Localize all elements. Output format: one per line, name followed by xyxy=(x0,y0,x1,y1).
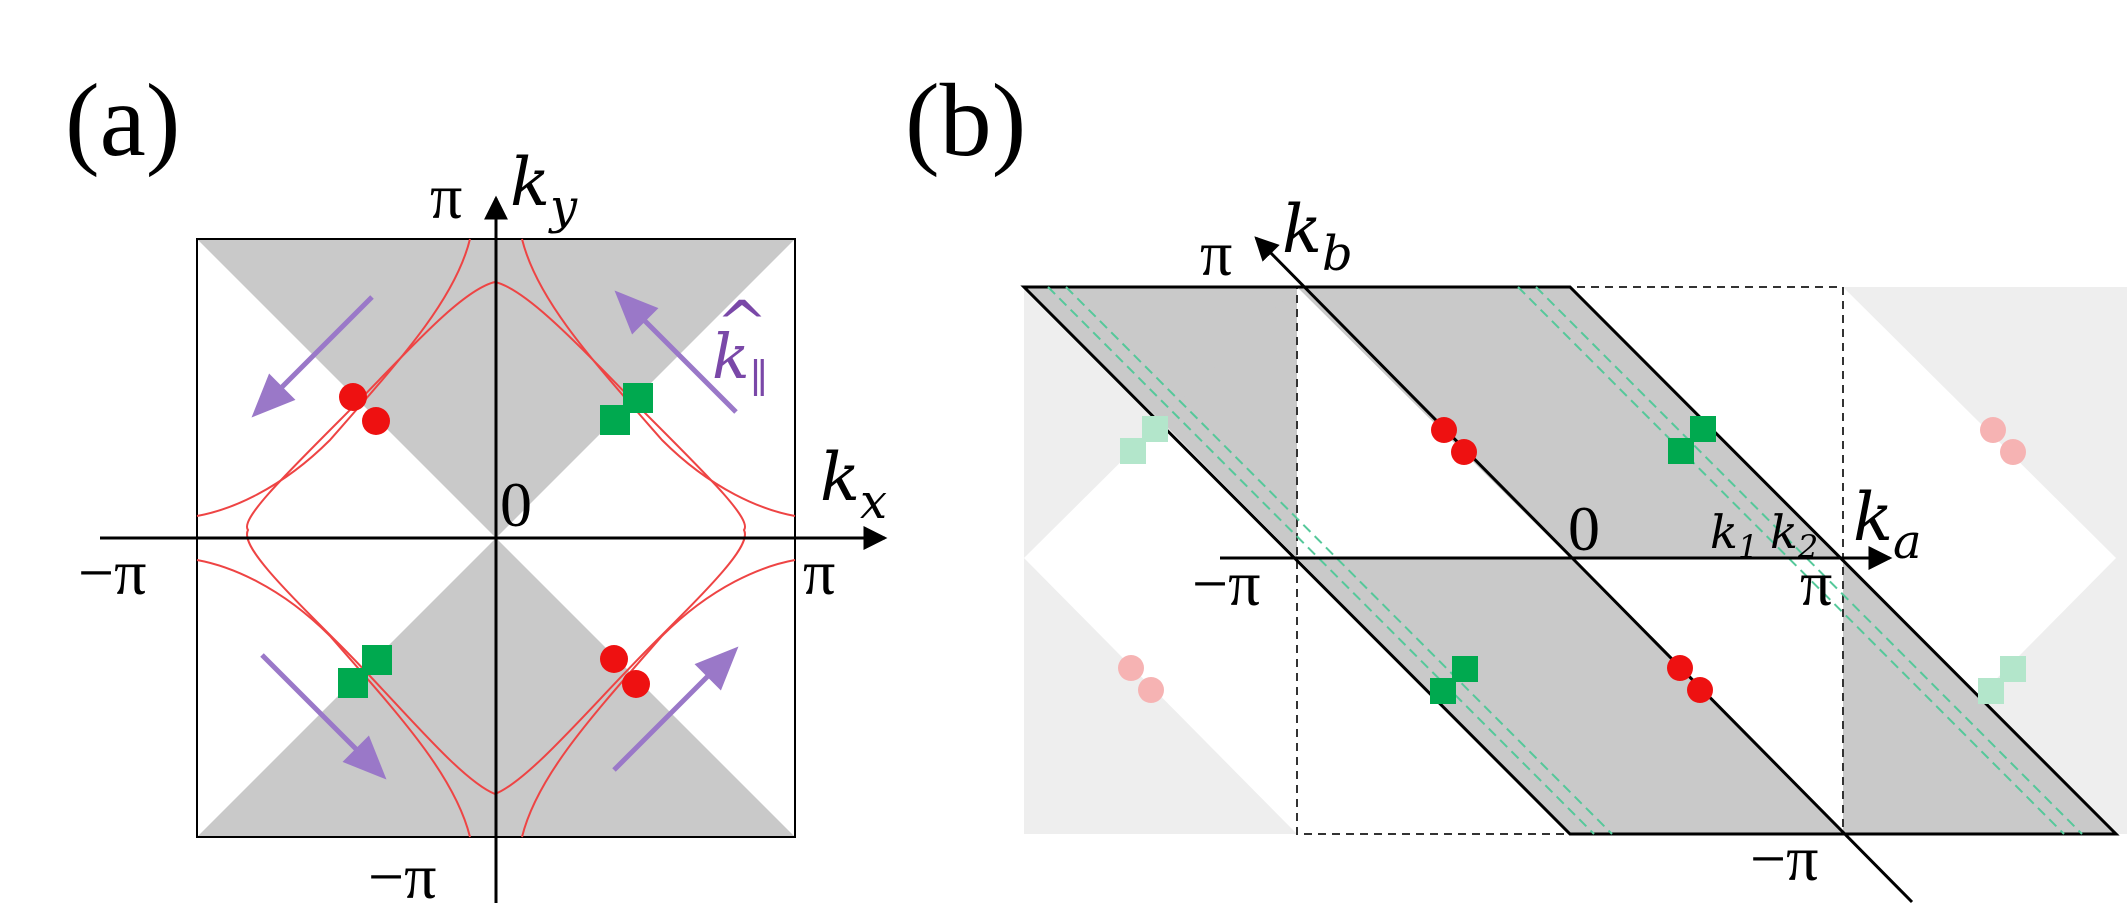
k-parallel-arrows xyxy=(251,290,739,780)
arrow-ur-head xyxy=(614,290,659,335)
red-point-faded xyxy=(1138,677,1164,703)
tick-minus-pi-bottom-b: −π xyxy=(1750,823,1818,894)
kb-label: kb xyxy=(1282,191,1353,282)
arrow-ul xyxy=(273,295,374,396)
red-point xyxy=(362,407,390,435)
tick-pi-right: π xyxy=(803,537,835,608)
kb-axis xyxy=(1254,236,1914,904)
parallelogram-cell xyxy=(1020,285,2120,836)
origin-label-b: 0 xyxy=(1568,493,1600,564)
arrow-ur xyxy=(636,312,738,414)
origin-label: 0 xyxy=(500,469,532,540)
contour-lr xyxy=(521,559,796,838)
red-points-a xyxy=(339,383,650,698)
cut-lines xyxy=(1047,286,2083,835)
ka-label: ka xyxy=(1853,479,1922,570)
red-point-faded xyxy=(2000,439,2026,465)
fermi-contours xyxy=(196,238,796,838)
red-point-faded xyxy=(1118,655,1144,681)
green-point-faded xyxy=(1120,438,1146,464)
panel-a: (a) kx ky π π −π −π 0 xyxy=(65,63,888,912)
contour-ur xyxy=(521,238,796,517)
cut-line xyxy=(1047,286,1595,835)
kx-label: kx xyxy=(820,439,887,530)
cut-line xyxy=(1535,286,2083,835)
tick-minus-pi-bottom: −π xyxy=(368,841,436,912)
red-point xyxy=(1451,439,1477,465)
ky-label: ky xyxy=(510,144,578,235)
red-point xyxy=(1431,417,1457,443)
green-point xyxy=(338,668,368,698)
arrow-lr-head xyxy=(694,646,739,691)
contour-ll xyxy=(196,559,471,838)
green-points-a xyxy=(338,383,653,698)
green-points-faded xyxy=(1120,416,2026,704)
red-point xyxy=(1687,677,1713,703)
red-point xyxy=(339,383,367,411)
green-point xyxy=(1690,416,1716,442)
arrow-ul-head xyxy=(251,373,296,418)
red-point xyxy=(1667,655,1693,681)
green-point-faded xyxy=(1142,416,1168,442)
contour-ul xyxy=(196,238,471,517)
panel-b-label: (b) xyxy=(905,63,1026,178)
green-points-b xyxy=(1430,416,1716,704)
tick-pi-top: π xyxy=(430,161,462,232)
green-point-faded xyxy=(1978,678,2004,704)
red-points-faded xyxy=(1118,417,2026,703)
green-point-faded xyxy=(2000,656,2026,682)
k1-label: k1 xyxy=(1710,505,1758,566)
k-parallel-hat: ^ xyxy=(716,287,768,360)
panel-b: (b) ka kb xyxy=(905,63,2127,904)
tick-pi-top-b: π xyxy=(1200,218,1232,289)
green-point xyxy=(1430,678,1456,704)
faded-edge-right xyxy=(2116,287,2127,834)
gray-region-b3 xyxy=(1297,558,1843,834)
green-point xyxy=(1452,656,1478,682)
panel-a-label: (a) xyxy=(65,63,180,178)
arrow-lr xyxy=(612,668,716,772)
arrow-ll-head xyxy=(342,735,387,780)
cut-line xyxy=(1517,286,2065,835)
tick-pi-right-b: π xyxy=(1800,548,1832,619)
cut-line xyxy=(1065,286,1613,835)
tick-minus-pi-left: −π xyxy=(78,537,146,608)
green-point xyxy=(600,405,630,435)
gray-region-b5 xyxy=(1024,287,1297,420)
red-point xyxy=(600,645,628,673)
red-point xyxy=(622,670,650,698)
red-point-faded xyxy=(1980,417,2006,443)
arrow-ll xyxy=(260,653,364,757)
tick-minus-pi-left-b: −π xyxy=(1192,548,1260,619)
k2-label: k2 xyxy=(1770,505,1818,566)
green-point xyxy=(1668,438,1694,464)
gray-region-b2 xyxy=(1297,287,1843,558)
k-parallel-label: k∥ xyxy=(712,320,768,402)
red-points-b xyxy=(1431,417,1713,703)
